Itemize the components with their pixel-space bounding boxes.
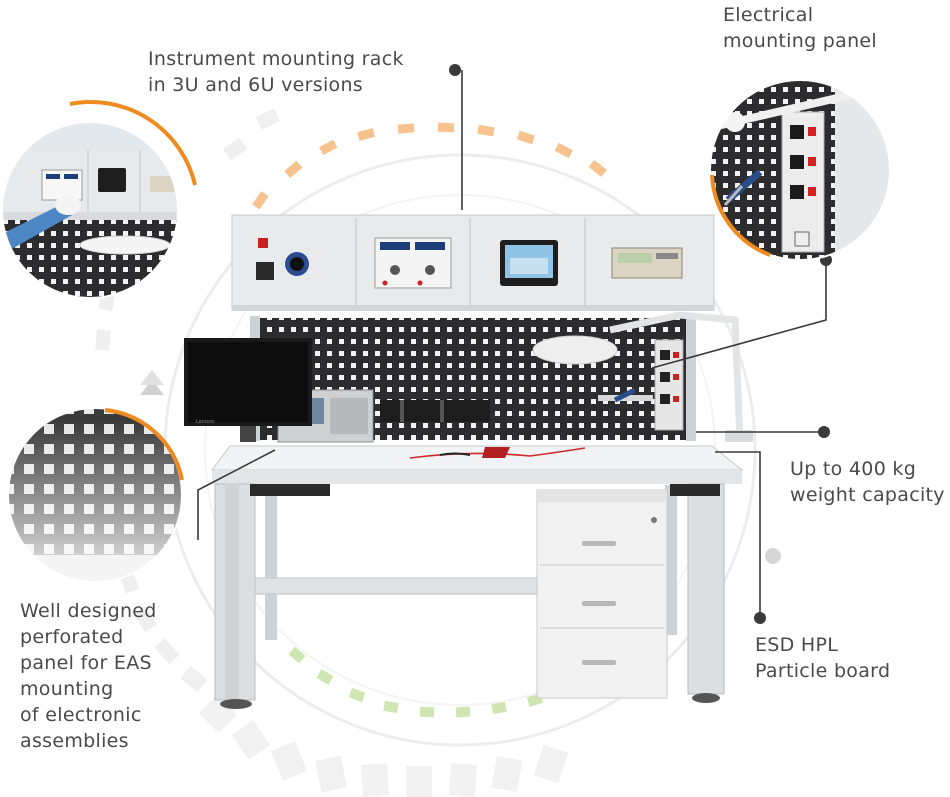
drawer-cabinet: [536, 489, 668, 699]
callout-weight-label: Up to 400 kg weight capacity: [790, 456, 945, 508]
callout-perforated-line-1: Well designed: [20, 600, 157, 622]
worktop: [211, 445, 744, 471]
callout-perforated-line-4: mounting: [20, 678, 114, 700]
callout-perforated-line-6: assemblies: [20, 730, 129, 752]
callout-perforated-line-2: perforated: [20, 626, 124, 648]
callout-board-label: ESD HPL Particle board: [755, 632, 890, 684]
callout-electrical-line-2: mounting panel: [723, 30, 878, 52]
callout-perforated-line-3: panel for EAS: [20, 652, 152, 674]
callout-electrical-line-1: Electrical: [723, 4, 814, 26]
detail-circle-rack: [1, 100, 197, 299]
workbench: Lenovo: [184, 214, 753, 709]
callout-board-line-1: ESD HPL: [755, 634, 839, 656]
callout-perforated-line-5: of electronic: [20, 704, 142, 726]
callout-perforated-label: Well designed perforated panel for EAS m…: [20, 598, 157, 754]
callout-dots: [449, 64, 832, 624]
detail-circle-electrical: [709, 79, 891, 261]
callout-board-line-2: Particle board: [755, 660, 891, 682]
callout-rack-label: Instrument mounting rack in 3U and 6U ve…: [148, 46, 404, 98]
callout-lines: [197, 70, 827, 618]
callout-rack-line-1: Instrument mounting rack: [148, 48, 404, 70]
green-dash-arc: [288, 646, 544, 718]
callout-weight-line-2: weight capacity: [790, 484, 945, 506]
grey-block-arc: [198, 694, 569, 797]
monitor-brand: Lenovo: [196, 419, 214, 425]
detail-circle-perforated: [7, 407, 184, 583]
callout-electrical-label: Electrical mounting panel: [723, 2, 877, 54]
callout-weight-line-1: Up to 400 kg: [790, 458, 917, 480]
callout-rack-line-2: in 3U and 6U versions: [148, 74, 364, 96]
